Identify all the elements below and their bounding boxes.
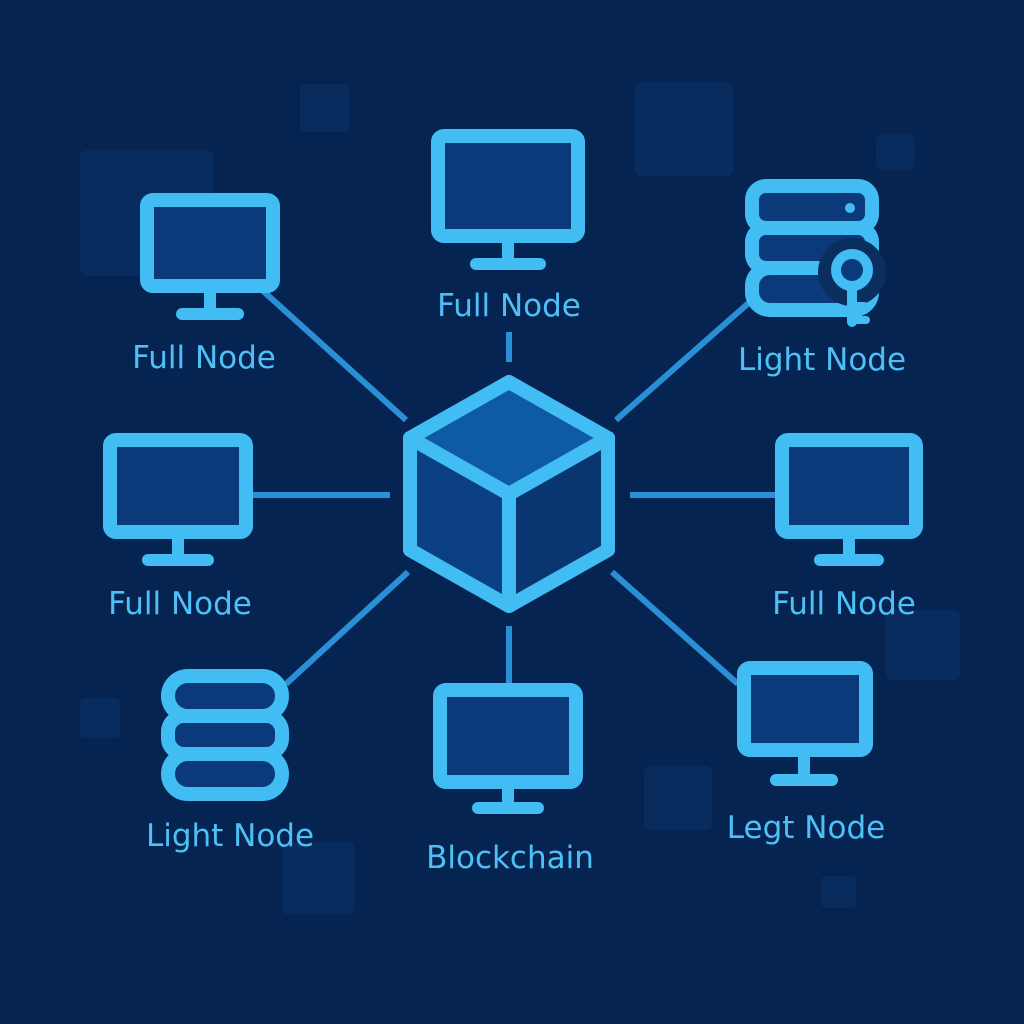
node-label: Legt Node — [727, 810, 885, 846]
monitor-icon — [431, 129, 585, 270]
cube-icon — [403, 375, 615, 613]
connector-top-right — [614, 297, 754, 423]
connector-top-left — [259, 287, 409, 423]
node-full-top-left: Full Node — [132, 193, 280, 376]
node-label: Full Node — [437, 288, 581, 324]
monitor-icon — [103, 433, 253, 566]
node-label: Full Node — [772, 586, 916, 622]
node-light-top-right: Light Node — [738, 179, 906, 378]
node-label: Full Node — [132, 340, 276, 376]
node-label: Light Node — [146, 818, 314, 854]
database-key-icon — [745, 179, 886, 327]
node-label: Light Node — [738, 342, 906, 378]
monitor-icon — [433, 683, 583, 814]
node-blockchain-bottom: Blockchain — [426, 683, 594, 876]
node-full-left: Full Node — [103, 433, 253, 622]
node-label: Full Node — [108, 586, 252, 622]
database-icon — [161, 669, 289, 801]
monitor-icon — [737, 661, 873, 786]
monitor-icon — [140, 193, 280, 320]
connectors — [252, 287, 776, 687]
node-full-right: Full Node — [772, 433, 923, 622]
node-light-bottom-left: Light Node — [146, 669, 314, 854]
node-full-top: Full Node — [431, 129, 585, 324]
monitor-icon — [775, 433, 923, 566]
node-label: Blockchain — [426, 840, 594, 876]
connector-bottom-right — [610, 569, 740, 687]
node-bottom-right: Legt Node — [727, 661, 885, 846]
connector-bottom-left — [283, 569, 411, 687]
